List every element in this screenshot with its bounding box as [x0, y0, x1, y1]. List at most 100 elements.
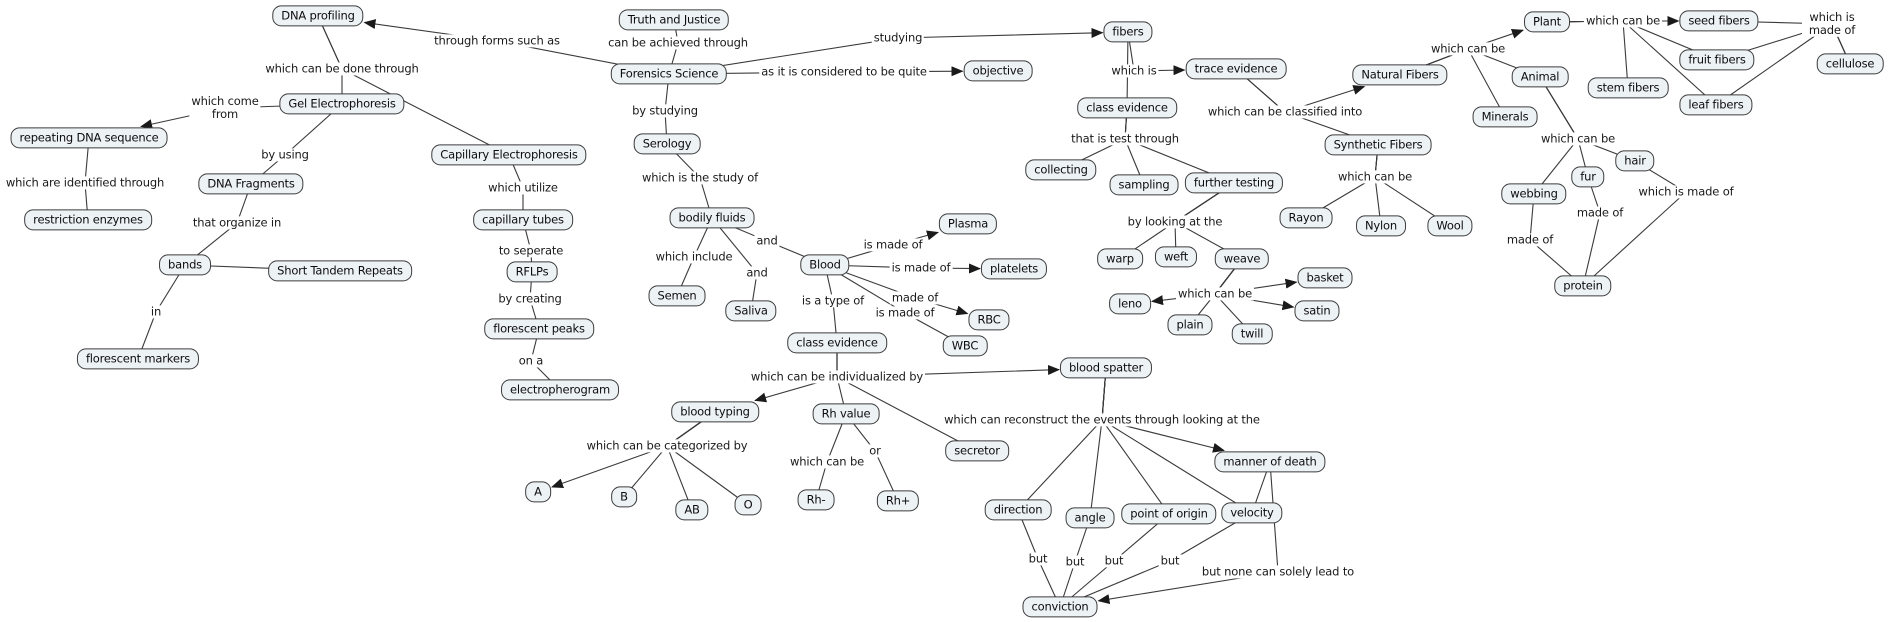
concept-hair[interactable]: hair [1615, 150, 1655, 172]
concept-forensics-science[interactable]: Forensics Science [610, 63, 728, 85]
concept-stem-fibers[interactable]: stem fibers [1587, 77, 1669, 99]
concept-plant[interactable]: Plant [1524, 11, 1570, 33]
concept-objective[interactable]: objective [963, 60, 1033, 82]
concept-rh-minus[interactable]: Rh- [797, 489, 835, 511]
edge-blood-typing-to-type-o [666, 411, 749, 506]
concept-gel-electrophoresis[interactable]: Gel Electrophoresis [279, 93, 405, 115]
concept-conviction[interactable]: conviction [1022, 596, 1098, 618]
concept-warp[interactable]: warp [1097, 248, 1143, 270]
concept-bands[interactable]: bands [159, 254, 211, 276]
link-label-identified: which are identified through [3, 175, 167, 190]
concept-blood[interactable]: Blood [800, 254, 850, 276]
edge-class-evidence-blood-to-secretor [836, 343, 978, 452]
concept-type-ab[interactable]: AB [675, 499, 709, 521]
concept-sampling[interactable]: sampling [1109, 174, 1179, 196]
concept-restriction-enzymes[interactable]: restriction enzymes [24, 209, 152, 231]
concept-class-evidence-fibers[interactable]: class evidence [1077, 97, 1177, 119]
concept-fibers[interactable]: fibers [1103, 21, 1153, 43]
concept-collecting[interactable]: collecting [1025, 159, 1097, 181]
concept-class-evidence-blood[interactable]: class evidence [787, 332, 887, 354]
concept-type-o[interactable]: O [734, 494, 762, 516]
concept-blood-spatter[interactable]: blood spatter [1059, 357, 1153, 379]
edge-blood-spatter-to-manner-of-death [1101, 367, 1225, 453]
concept-natural-fibers[interactable]: Natural Fibers [1352, 64, 1448, 86]
concept-dna-profiling[interactable]: DNA profiling [272, 5, 364, 27]
link-label-type-of: is a type of [799, 293, 867, 308]
concept-nylon[interactable]: Nylon [1356, 215, 1406, 237]
concept-further-testing[interactable]: further testing [1184, 172, 1284, 194]
link-label-weave-can-be: which can be [1175, 286, 1255, 301]
concept-webbing[interactable]: webbing [1501, 183, 1567, 205]
link-label-on-a: on a [516, 353, 546, 368]
concept-animal[interactable]: Animal [1511, 66, 1569, 88]
concept-semen[interactable]: Semen [648, 285, 706, 307]
concept-secretor[interactable]: secretor [945, 440, 1009, 462]
concept-weave[interactable]: weave [1214, 248, 1270, 270]
concept-rh-value[interactable]: Rh value [812, 403, 880, 425]
concept-dna-fragments[interactable]: DNA Fragments [198, 173, 304, 195]
concept-repeating-dna-sequence[interactable]: repeating DNA sequence [10, 127, 168, 149]
edge-fur-to-protein [1582, 176, 1601, 287]
link-label-rh-can-be: which can be [787, 454, 867, 469]
link-label-studying: studying [871, 30, 925, 45]
link-label-by-studying: by studying [630, 103, 700, 118]
concept-truth-and-justice[interactable]: Truth and Justice [618, 9, 730, 31]
link-label-which-is: which is [1109, 63, 1159, 78]
concept-cellulose[interactable]: cellulose [1816, 53, 1884, 75]
concept-bodily-fluids[interactable]: bodily fluids [669, 207, 755, 229]
concept-plasma[interactable]: Plasma [938, 213, 998, 235]
concept-florescent-peaks[interactable]: florescent peaks [484, 318, 594, 340]
concept-point-of-origin[interactable]: point of origin [1121, 503, 1217, 525]
concept-capillary-electrophoresis[interactable]: Capillary Electrophoresis [431, 144, 587, 166]
link-label-synth-can-be: which can be [1335, 169, 1415, 184]
link-label-utilize: which utilize [486, 180, 560, 195]
concept-leaf-fibers[interactable]: leaf fibers [1679, 94, 1753, 116]
concept-florescent-markers[interactable]: florescent markers [76, 348, 200, 370]
link-label-but-2: but [1063, 554, 1087, 569]
concept-saliva[interactable]: Saliva [725, 300, 777, 322]
link-label-made-webbing: made of [1504, 232, 1556, 247]
concept-rflps[interactable]: RFLPs [506, 261, 558, 283]
concept-trace-evidence[interactable]: trace evidence [1185, 58, 1287, 80]
concept-fruit-fibers[interactable]: fruit fibers [1679, 49, 1755, 71]
link-label-come-from: which come from [189, 93, 261, 122]
link-label-quite: as it is considered to be quite [759, 64, 929, 79]
concept-minerals[interactable]: Minerals [1472, 106, 1538, 128]
concept-velocity[interactable]: velocity [1221, 502, 1283, 524]
concept-blood-typing[interactable]: blood typing [671, 401, 759, 423]
concept-manner-of-death[interactable]: manner of death [1214, 451, 1326, 473]
concept-satin[interactable]: satin [1294, 300, 1340, 322]
concept-protein[interactable]: protein [1554, 275, 1612, 297]
concept-electropherogram[interactable]: electropherogram [501, 379, 619, 401]
concept-rayon[interactable]: Rayon [1279, 207, 1333, 229]
concept-wbc[interactable]: WBC [942, 335, 988, 357]
concept-direction[interactable]: direction [984, 499, 1052, 521]
concept-weft[interactable]: weft [1154, 246, 1198, 268]
concept-plain[interactable]: plain [1167, 314, 1213, 336]
concept-type-b[interactable]: B [611, 486, 637, 508]
link-label-reconstruct: which can reconstruct the events through… [942, 412, 1262, 427]
link-label-individualized: which can be individualized by [748, 369, 926, 384]
link-label-made-platelets: is made of [889, 260, 953, 275]
concept-wool[interactable]: Wool [1427, 215, 1473, 237]
concept-twill[interactable]: twill [1231, 323, 1273, 345]
concept-leno[interactable]: leno [1109, 293, 1151, 315]
concept-basket[interactable]: basket [1297, 267, 1353, 289]
concept-platelets[interactable]: platelets [980, 258, 1048, 280]
edge-blood-typing-to-type-ab [666, 411, 716, 511]
concept-fur[interactable]: fur [1571, 166, 1605, 188]
concept-short-tandem-repeats[interactable]: Short Tandem Repeats [268, 260, 412, 282]
link-label-none-lead: but none can solely lead to [1199, 564, 1357, 579]
concept-rh-plus[interactable]: Rh+ [876, 490, 920, 512]
link-label-but-4: but [1158, 553, 1182, 568]
concept-angle[interactable]: angle [1065, 507, 1115, 529]
concept-capillary-tubes[interactable]: capillary tubes [473, 209, 573, 231]
link-label-achieved: can be achieved through [606, 35, 750, 50]
concept-serology[interactable]: Serology [633, 133, 701, 155]
concept-synthetic-fibers[interactable]: Synthetic Fibers [1324, 134, 1432, 156]
concept-type-a[interactable]: A [525, 481, 551, 503]
link-label-and-saliva: and [744, 265, 770, 280]
link-label-done-through: which can be done through [263, 61, 421, 76]
concept-seed-fibers[interactable]: seed fibers [1679, 10, 1759, 32]
concept-rbc[interactable]: RBC [968, 309, 1010, 331]
